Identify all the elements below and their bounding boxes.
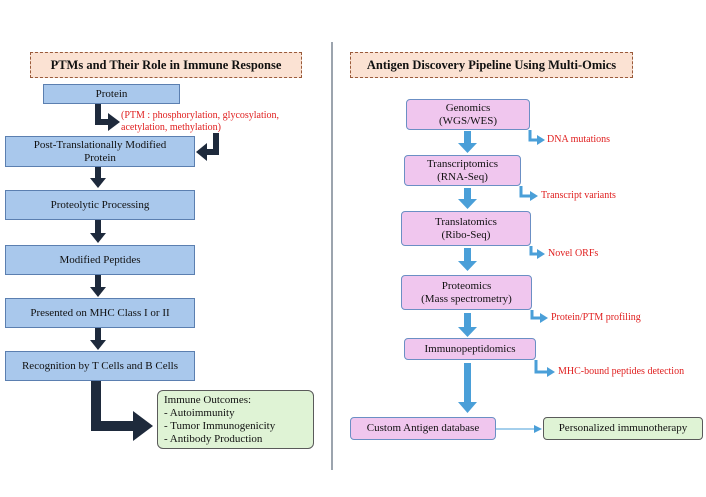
custom-antigen-database-label: Custom Antigen database (366, 422, 480, 434)
left-flow-arrow (90, 275, 106, 297)
immunopeptidomics-box: Immunopeptidomics (404, 338, 536, 360)
mhc-bound-peptides-note: MHC-bound peptides detection (558, 366, 685, 377)
genomics-box: Genomics (WGS/WES) (406, 99, 530, 130)
ptm-protein-label-1: Post-Translationally Modified (33, 138, 167, 151)
proteolytic-processing-box: Proteolytic Processing (5, 190, 195, 220)
note-elbow-arrow (530, 310, 541, 320)
protein-to-note-arrow (95, 103, 120, 131)
proteomics-sub-label: (Mass spectrometry) (421, 292, 512, 305)
genomics-label: Genomics (445, 101, 491, 114)
right-panel-title: Antigen Discovery Pipeline Using Multi-O… (350, 52, 633, 78)
left-panel-title: PTMs and Their Role in Immune Response (30, 52, 302, 78)
dna-mutations-note: DNA mutations (547, 134, 611, 145)
personalized-immunotherapy-box: Personalized immunotherapy (543, 417, 703, 440)
right-panel-title-text: Antigen Discovery Pipeline Using Multi-O… (366, 57, 617, 72)
note-elbow-arrowhead (547, 367, 555, 377)
right-flow-arrow (458, 188, 477, 209)
right-flow-arrow (458, 248, 477, 271)
left-flow-arrow (90, 220, 106, 243)
note-elbow-arrowhead (540, 313, 548, 323)
transcriptomics-sub-label: (RNA-Seq) (437, 170, 488, 183)
translatomics-box: Translatomics (Ribo-Seq) (401, 211, 531, 246)
recognition-box: Recognition by T Cells and B Cells (5, 351, 195, 381)
mhc-presentation-box: Presented on MHC Class I or II (5, 298, 195, 328)
novel-orfs-note: Novel ORFs (548, 248, 599, 259)
ptm-protein-label-2: Protein (84, 151, 116, 164)
ptm-note-line-1: (PTM : phosphorylation, glycosylation, (121, 110, 280, 121)
immune-outcome-item: - Autoimmunity (164, 407, 235, 419)
left-flow-arrow (90, 167, 106, 188)
note-to-ptm-protein-arrow (196, 133, 219, 161)
transcriptomics-label: Transcriptomics (426, 157, 499, 170)
modified-peptides-box: Modified Peptides (5, 245, 195, 275)
ptm-protein-box: Post-Translationally Modified Protein (5, 136, 195, 167)
proteomics-label: Proteomics (441, 279, 492, 292)
immune-outcome-item: - Antibody Production (164, 433, 263, 445)
mhc-presentation-label: Presented on MHC Class I or II (30, 306, 170, 319)
custom-antigen-database-box: Custom Antigen database (350, 417, 496, 440)
personalized-immunotherapy-label: Personalized immunotherapy (558, 422, 688, 434)
note-elbow-arrowhead (530, 191, 538, 201)
right-flow-arrow (458, 363, 477, 413)
recognition-to-outcomes-arrow (91, 381, 153, 441)
protein-ptm-profiling-note: Protein/PTM profiling (551, 312, 641, 323)
immunopeptidomics-label: Immunopeptidomics (424, 342, 516, 355)
note-elbow-arrow (528, 130, 538, 142)
proteolytic-processing-label: Proteolytic Processing (50, 198, 150, 211)
immune-outcome-item: - Tumor Immunogenicity (164, 420, 276, 432)
proteomics-box: Proteomics (Mass spectrometry) (401, 275, 532, 310)
protein-box: Protein (43, 84, 180, 104)
translatomics-sub-label: (Ribo-Seq) (441, 228, 491, 241)
translatomics-label: Translatomics (435, 215, 497, 228)
note-elbow-arrowhead (537, 135, 545, 145)
right-flow-arrow (458, 131, 477, 153)
right-flow-arrow (458, 313, 477, 337)
note-elbow-arrow (534, 360, 548, 374)
immune-outcomes-box: Immune Outcomes: - Autoimmunity - Tumor … (157, 390, 314, 449)
protein-label: Protein (95, 87, 128, 100)
recognition-label: Recognition by T Cells and B Cells (21, 359, 179, 372)
ptm-note: (PTM : phosphorylation, glycosylation, a… (121, 110, 279, 134)
left-panel-title-text: PTMs and Their Role in Immune Response (50, 57, 282, 72)
ptm-note-line-2: acetylation, methylation) (121, 122, 221, 133)
immune-outcomes-title: Immune Outcomes: (164, 394, 252, 406)
genomics-sub-label: (WGS/WES) (438, 114, 498, 127)
note-elbow-arrowhead (537, 249, 545, 259)
transcriptomics-box: Transcriptomics (RNA-Seq) (404, 155, 521, 186)
note-elbow-arrow (519, 186, 531, 198)
transcript-variants-note: Transcript variants (541, 190, 616, 201)
note-elbow-arrow (529, 246, 538, 256)
left-flow-arrow (90, 328, 106, 350)
modified-peptides-label: Modified Peptides (59, 253, 141, 266)
